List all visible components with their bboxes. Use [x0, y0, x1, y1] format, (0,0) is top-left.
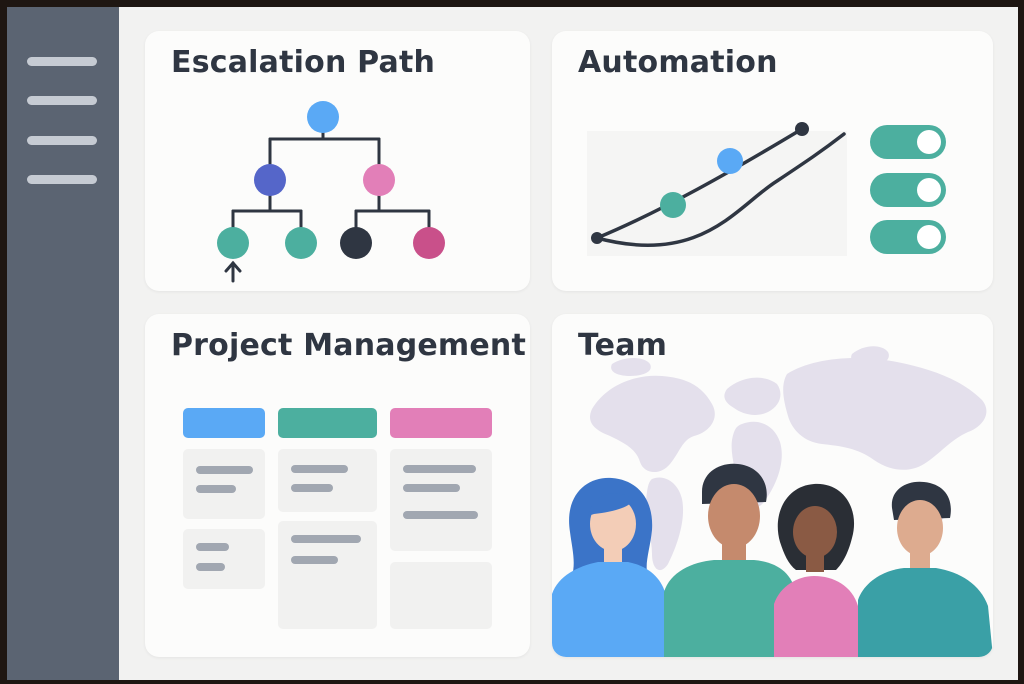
- tree-node: [285, 227, 317, 259]
- toggle-knob: [917, 130, 941, 154]
- toggle-knob: [917, 225, 941, 249]
- kanban-column-header: [278, 408, 377, 438]
- kanban-card: [390, 562, 492, 629]
- kanban-column-header: [183, 408, 265, 438]
- person-avatar: [774, 483, 858, 657]
- workflow-curve-icon: [587, 122, 847, 256]
- sidebar: [7, 7, 119, 680]
- kanban-card: [390, 449, 492, 551]
- person-avatar: [858, 481, 993, 657]
- kanban-column-header: [390, 408, 492, 438]
- team-card[interactable]: Team: [552, 314, 993, 657]
- person-avatar: [664, 463, 796, 657]
- tree-node: [217, 227, 249, 259]
- toggle-knob: [917, 178, 941, 202]
- menu-line: [27, 136, 97, 145]
- card-title: Team: [578, 328, 668, 363]
- card-title: Project Management: [171, 328, 527, 363]
- app-window: Escalation Path: [7, 7, 1018, 680]
- project-management-card[interactable]: Project Management: [145, 314, 530, 657]
- tree-node: [413, 227, 445, 259]
- toggle-switch[interactable]: [870, 220, 946, 254]
- kanban-card: [183, 449, 265, 519]
- tree-node: [340, 227, 372, 259]
- hamburger-menu-icon[interactable]: [7, 47, 119, 197]
- tree-node: [363, 164, 395, 196]
- kanban-card: [278, 521, 377, 629]
- escalation-path-card[interactable]: Escalation Path: [145, 31, 530, 291]
- person-avatar: [552, 477, 666, 657]
- org-tree-icon: [217, 101, 445, 283]
- card-title: Automation: [578, 45, 778, 80]
- card-title: Escalation Path: [171, 45, 436, 80]
- kanban-card: [183, 529, 265, 589]
- toggle-switch[interactable]: [870, 173, 946, 207]
- menu-line: [27, 57, 97, 66]
- toggle-switch[interactable]: [870, 125, 946, 159]
- automation-card[interactable]: Automation: [552, 31, 993, 291]
- kanban-board: [183, 408, 492, 629]
- kanban-card: [278, 449, 377, 512]
- menu-line: [27, 175, 97, 184]
- menu-line: [27, 96, 97, 105]
- world-map-people-illustration: [552, 346, 993, 657]
- tree-node-root: [307, 101, 339, 133]
- tree-node: [254, 164, 286, 196]
